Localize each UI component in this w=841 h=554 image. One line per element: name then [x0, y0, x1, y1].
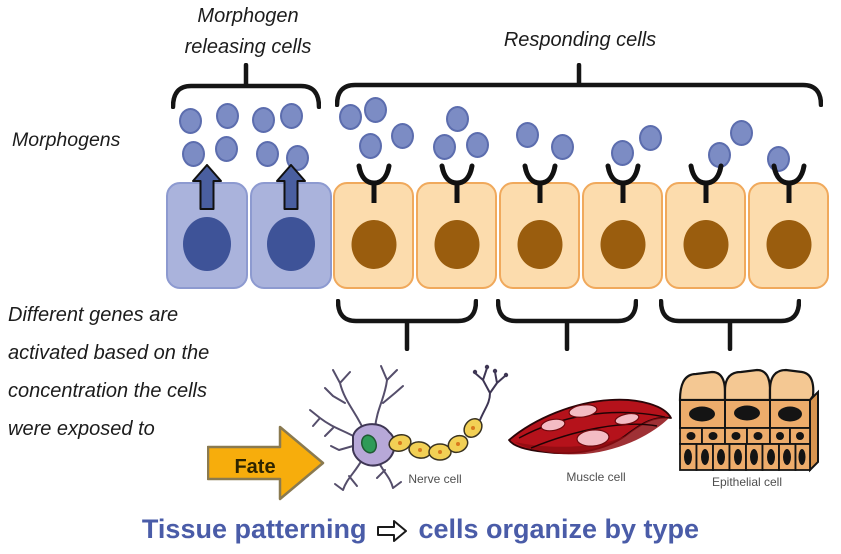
releasing-cells-title: Morphogen releasing cells: [148, 1, 348, 63]
fate-arrow-shape: [207, 425, 325, 501]
cell-nucleus: [434, 220, 479, 269]
morphogen-dot: [255, 141, 279, 167]
responding-cell: [416, 163, 497, 289]
morphogen-dot: [338, 104, 362, 130]
secretion-arrow-icon: [192, 164, 222, 210]
morphogen-dot: [363, 97, 387, 123]
nerve-cell-illustration: [309, 364, 509, 491]
cell-nucleus: [183, 217, 231, 271]
morphogen-dot: [181, 141, 205, 167]
cell-nucleus: [683, 220, 728, 269]
secretion-arrow-icon: [276, 164, 306, 210]
caption-arrow-icon: [377, 520, 408, 542]
morphogen-dot: [638, 125, 662, 151]
morphogen-dot: [358, 133, 382, 159]
nerve-nucleus: [360, 434, 378, 454]
receptor-icon: [605, 163, 640, 203]
muscle-cell-illustration: [508, 398, 672, 455]
cell-nucleus: [351, 220, 396, 269]
description-line: Different genes are: [8, 304, 179, 326]
nerve-cell-label: Nerve cell: [408, 472, 462, 486]
epithelial-cell-label: Epithelial cell: [711, 475, 783, 489]
caption-after: cells organize by type: [418, 514, 700, 544]
morphogen-dot: [729, 120, 753, 146]
receptor-icon: [771, 163, 806, 203]
description-line: were exposed to: [8, 418, 155, 440]
caption: Tissue patterning cells organize by type: [0, 514, 841, 545]
fate-group-brace-3-icon: [659, 299, 801, 351]
morphogen-dot: [214, 136, 238, 162]
responding-cell: [499, 163, 580, 289]
morphogen-dot: [432, 134, 456, 160]
responding-cells-brace-icon: [335, 63, 823, 107]
releasing-cell: [166, 164, 248, 289]
releasing-cells-row: [166, 164, 332, 289]
responding-cells-row: [333, 163, 829, 289]
description-line: activated based on the: [8, 342, 210, 364]
description-line: concentration the cells: [8, 380, 208, 402]
muscle-cell-label: Muscle cell: [566, 470, 626, 484]
description-text: Different genes are activated based on t…: [8, 296, 258, 448]
morphogen-dot: [445, 106, 469, 132]
morphogen-dot: [515, 122, 539, 148]
caption-before: Tissue patterning: [141, 514, 367, 544]
cell-nucleus: [766, 220, 811, 269]
cell-nucleus: [600, 220, 645, 269]
responding-cell: [665, 163, 746, 289]
releasing-cells-title-line1: Morphogen: [197, 5, 299, 27]
morphogen-dot: [390, 123, 414, 149]
morphogen-dot: [215, 103, 239, 129]
morphogen-dot: [178, 108, 202, 134]
releasing-cells-title-line2: releasing cells: [184, 36, 312, 58]
morphogen-dot: [251, 107, 275, 133]
responding-cells-title: Responding cells: [503, 29, 657, 51]
cell-nucleus: [267, 217, 315, 271]
receptor-icon: [439, 163, 474, 203]
morphogen-dot: [610, 140, 634, 166]
epithelial-cell-illustration: [678, 368, 819, 473]
morphogens-label: Morphogens: [12, 129, 121, 151]
responding-cell: [333, 163, 414, 289]
morphogen-dot: [465, 132, 489, 158]
releasing-cells-brace-icon: [171, 63, 321, 109]
receptor-icon: [356, 163, 391, 203]
cell-nucleus: [517, 220, 562, 269]
fate-group-brace-2-icon: [496, 299, 638, 351]
receptor-icon: [688, 163, 723, 203]
morphogen-dot: [279, 103, 303, 129]
morphogen-dot: [550, 134, 574, 160]
fate-arrow-icon: [207, 425, 325, 501]
fate-label: Fate: [234, 456, 276, 478]
releasing-cell: [250, 164, 332, 289]
receptor-icon: [522, 163, 557, 203]
responding-cell: [748, 163, 829, 289]
fate-group-brace-1-icon: [336, 299, 478, 351]
responding-cell: [582, 163, 663, 289]
